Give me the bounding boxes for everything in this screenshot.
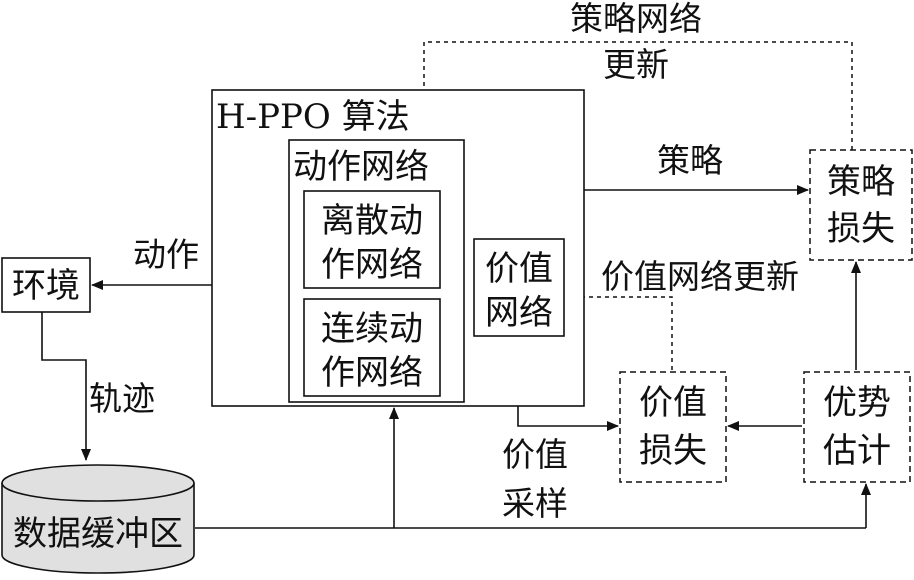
policy-loss-label-1: 策略 bbox=[827, 162, 895, 202]
policy-update-label-1: 策略网络 bbox=[570, 0, 702, 38]
value-network-label-2: 网络 bbox=[485, 293, 553, 333]
algorithm-title: H-PPO 算法 bbox=[216, 97, 410, 137]
action-edge-label: 动作 bbox=[133, 235, 199, 274]
advantage-box bbox=[803, 371, 911, 483]
policy-loss-box bbox=[809, 149, 913, 261]
continuous-network-label-2: 作网络 bbox=[321, 353, 423, 393]
value-loss-label-2: 损失 bbox=[639, 431, 707, 471]
value-loss-box bbox=[619, 371, 727, 483]
buffer-label: 数据缓冲区 bbox=[13, 514, 183, 554]
value-edge-label: 价值 bbox=[502, 435, 568, 474]
discrete-network-box bbox=[303, 190, 441, 289]
sampling-edge-label: 采样 bbox=[502, 484, 568, 523]
action-network-title: 动作网络 bbox=[293, 147, 429, 187]
discrete-network-label-2: 作网络 bbox=[321, 245, 423, 285]
trajectory-arrow bbox=[41, 312, 91, 461]
policy-loss-label-2: 损失 bbox=[827, 209, 895, 249]
policy-update-label-2: 更新 bbox=[603, 45, 669, 84]
trajectory-edge-label: 轨迹 bbox=[89, 379, 155, 418]
continuous-network-label-1: 连续动 bbox=[321, 309, 423, 349]
value-update-connector bbox=[565, 292, 673, 370]
discrete-network-label-1: 离散动 bbox=[321, 201, 423, 241]
advantage-label-1: 优势 bbox=[823, 383, 891, 423]
buffer-cylinder bbox=[1, 464, 195, 574]
continuous-network-box bbox=[303, 298, 441, 397]
environment-label: 环境 bbox=[12, 266, 80, 306]
value-loss-label-1: 价值 bbox=[639, 383, 707, 423]
environment-box bbox=[1, 257, 91, 313]
value-network-box bbox=[473, 238, 565, 337]
policy-edge-label: 策略 bbox=[657, 141, 723, 180]
advantage-label-2: 估计 bbox=[823, 431, 891, 471]
value-network-label-1: 价值 bbox=[485, 249, 553, 289]
value-update-label: 价值网络更新 bbox=[601, 257, 799, 296]
